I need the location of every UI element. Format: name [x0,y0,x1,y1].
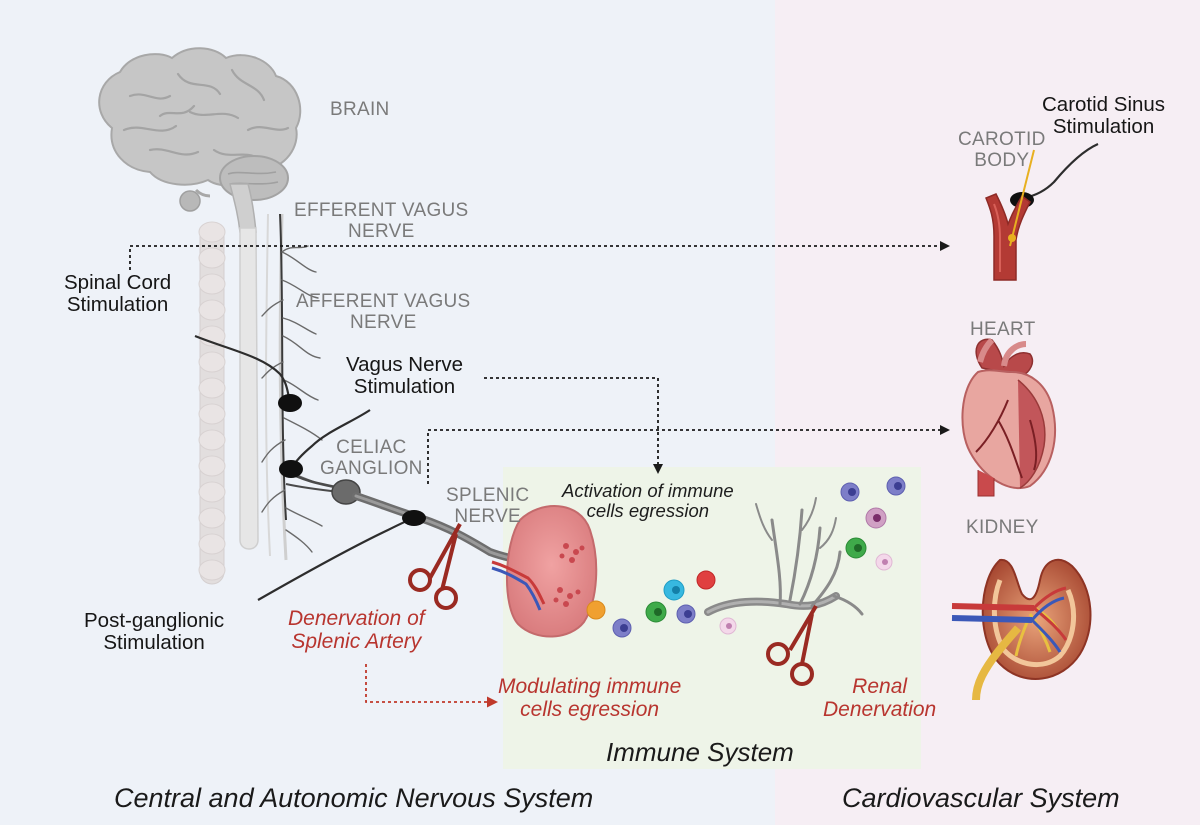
arrow-denervation-to-modulating [365,664,498,708]
label-modulating-line2: cells egression [520,697,660,721]
label-renal-denervation: Renal Denervation [823,675,937,721]
label-splenic-nerve: SPLENIC NERVE [446,485,530,527]
label-splenic-nerve-line2: NERVE [454,505,522,527]
label-carotid-body-line1: CAROTID [958,129,1046,150]
label-carotid-sinus-line2: Stimulation [1052,115,1155,139]
spinal-column [198,221,259,585]
label-afferent-vagus-line2: NERVE [349,311,417,333]
label-spinal-cord-line2: Stimulation [66,293,169,317]
kidney-illustration [951,558,1092,701]
scissors-icon-renal [766,604,818,686]
label-carotid-body-line2: BODY [974,149,1030,171]
title-immune-system: Immune System [606,737,794,767]
label-activation-immune-egression: Activation of immune cells egression [562,481,734,521]
label-carotid-body: CAROTID BODY [958,129,1046,171]
arrow-spinal-to-carotid [129,241,950,270]
label-post-ganglionic-stimulation: Post-ganglionic Stimulation [84,609,225,655]
carotid-illustration [985,149,1035,281]
label-afferent-vagus: AFFERENT VAGUS NERVE [296,291,471,333]
label-modulating-line1: Modulating immune [498,675,682,698]
label-brain: BRAIN [330,99,390,120]
label-efferent-vagus-line1: EFFERENT VAGUS [294,200,469,221]
arrow-ganglion-to-heart [427,425,950,484]
label-celiac-ganglion-line1: CELIAC [336,437,407,458]
label-carotid-sinus-stimulation: Carotid Sinus Stimulation [1042,93,1166,139]
label-vagus-nerve-line2: Stimulation [353,375,456,399]
label-activation-line1: Activation of immune [562,480,734,501]
label-spinal-cord-stimulation: Spinal Cord Stimulation [64,271,172,317]
heart-illustration [961,337,1056,497]
label-renal-denervation-line1: Renal [852,675,908,698]
label-denervation-splenic-artery: Denervation of Splenic Artery [288,607,425,653]
label-post-ganglionic-line2: Stimulation [103,631,205,655]
renal-nerve-branches [704,497,864,616]
brain-illustration [98,47,302,233]
label-celiac-ganglion-line2: GANGLION [320,457,423,479]
label-spinal-cord-line1: Spinal Cord [64,271,172,294]
label-efferent-vagus: EFFERENT VAGUS NERVE [294,200,469,242]
label-denervation-splenic-line2: Splenic Artery [291,629,422,653]
immune-cells [586,476,906,638]
label-carotid-sinus-line1: Carotid Sinus [1042,93,1166,116]
label-vagus-nerve-line1: Vagus Nerve [346,353,463,376]
title-cardiovascular-system: Cardiovascular System [842,783,1120,813]
arrow-vagus-to-activation [484,377,663,474]
label-splenic-nerve-line1: SPLENIC [446,485,530,506]
label-efferent-vagus-line2: NERVE [347,220,415,242]
label-modulating-immune-egression: Modulating immune cells egression [498,675,682,721]
spleen-illustration [491,505,598,638]
title-nervous-system: Central and Autonomic Nervous System [114,783,594,813]
label-renal-denervation-line2: Denervation [823,697,937,721]
label-heart: HEART [970,319,1036,340]
label-celiac-ganglion: CELIAC GANGLION [320,437,423,479]
flow-arrows [129,241,950,708]
label-post-ganglionic-line1: Post-ganglionic [84,609,225,632]
label-afferent-vagus-line1: AFFERENT VAGUS [296,291,471,312]
label-denervation-splenic-line1: Denervation of [288,607,425,630]
scissors-icon-splenic [408,523,462,610]
label-vagus-nerve-stimulation: Vagus Nerve Stimulation [346,353,463,399]
label-activation-line2: cells egression [586,499,710,521]
label-kidney: KIDNEY [966,517,1039,538]
